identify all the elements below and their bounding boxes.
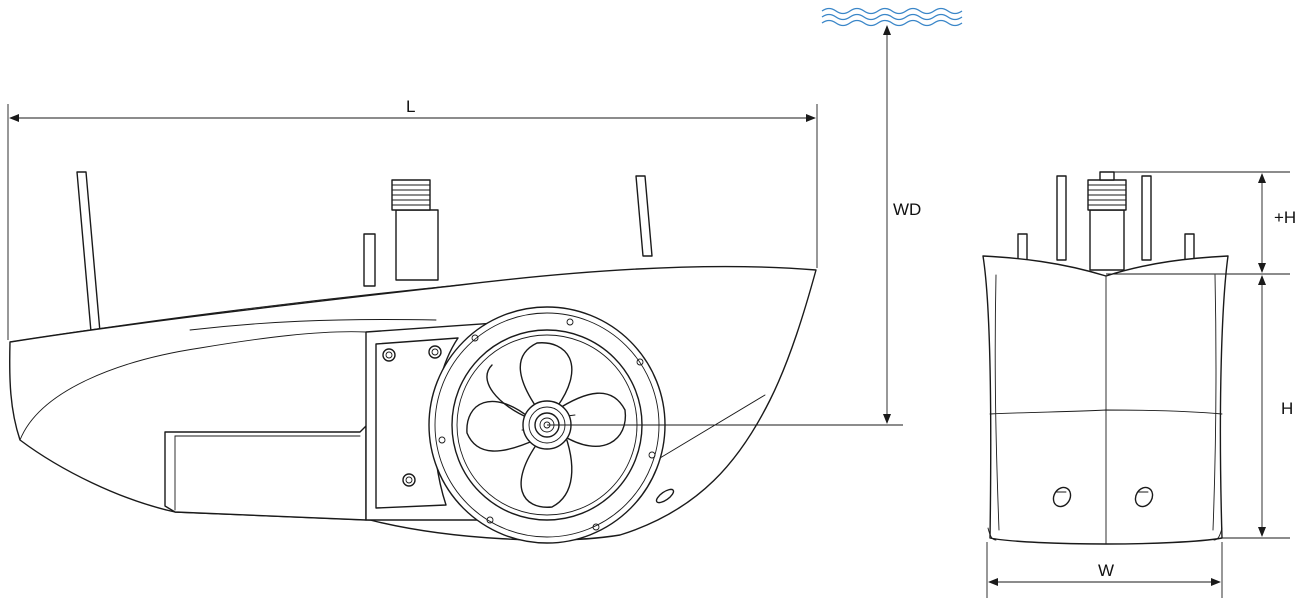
mounting-stud-right <box>635 175 653 257</box>
front-hull-body <box>982 255 1229 545</box>
length-label: L <box>406 97 415 116</box>
mounting-stud-small <box>363 233 376 287</box>
front-view <box>982 171 1229 545</box>
tunnel-bolt <box>486 516 494 524</box>
side-view <box>8 171 903 544</box>
tunnel-bolt <box>592 523 600 531</box>
front-drive-shaft <box>1087 171 1127 271</box>
plate-bolt-1 <box>382 348 396 362</box>
water-surface-symbol <box>821 7 963 27</box>
front-stud-outer-right <box>1184 233 1195 261</box>
tunnel-bolt <box>566 318 574 326</box>
drive-shaft-column <box>391 179 439 281</box>
front-stud-outer-left <box>1017 233 1028 261</box>
dimension-heights <box>1106 171 1290 539</box>
height-label: H <box>1281 399 1293 418</box>
water-depth-label: WD <box>893 200 921 219</box>
extra-height-label: +H <box>1274 208 1296 227</box>
plate-bolt-2 <box>428 345 442 359</box>
dimension-width <box>986 542 1223 598</box>
width-label: W <box>1098 561 1114 580</box>
tunnel-bolt <box>648 451 656 459</box>
mounting-stud-left <box>76 171 101 333</box>
dimension-length <box>7 104 818 340</box>
skeg <box>164 425 367 521</box>
tunnel-bolt <box>471 334 479 342</box>
plate-bolt-3 <box>402 473 416 487</box>
tunnel-bolt <box>636 358 644 366</box>
tunnel-bolt <box>438 436 446 444</box>
front-stud-right <box>1141 175 1152 261</box>
front-stud-left <box>1056 175 1067 261</box>
vent-slot <box>655 488 675 504</box>
